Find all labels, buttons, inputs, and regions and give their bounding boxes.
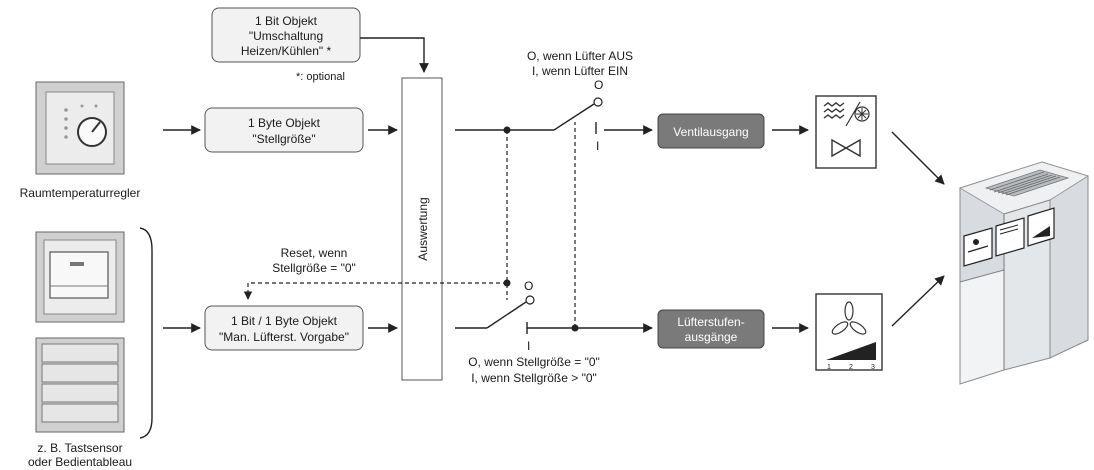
manual-line2: "Man. Lüfterst. Vorgabe" <box>219 330 349 344</box>
heat-cool-valve-icon <box>815 95 877 169</box>
ventilausgang-label: Ventilausgang <box>673 125 748 139</box>
raumtemperaturregler-label: Raumtemperaturregler <box>20 186 141 200</box>
lower-switch-o-label: O <box>524 279 533 293</box>
tastsensor-label-line2: oder Bedientableau <box>28 455 132 469</box>
reset-label-line1: Reset, wenn <box>281 246 348 260</box>
auswertung-box <box>401 77 443 381</box>
reset-label-line2: Stellgröße = "0" <box>272 261 356 275</box>
fan-state-label-line1: O, wenn Lüfter AUS <box>527 49 633 63</box>
luefterstufen-box <box>657 309 765 349</box>
upper-switch-i-label: I <box>596 139 599 153</box>
push-button-sensor-icon <box>35 231 125 433</box>
ventilausgang-box <box>657 113 765 149</box>
stell-state-label-line2: I, wenn Stellgröße > "0" <box>471 371 597 385</box>
stage-2-label: 2 <box>849 364 853 371</box>
optional-object-box <box>211 7 361 63</box>
optional-object-line3: Heizen/Kühlen" * <box>241 44 332 58</box>
fan-stage-icon <box>815 293 883 371</box>
luefterstufen-label-line1: Lüfterstufen- <box>677 315 744 329</box>
room-temperature-controller-icon <box>35 81 125 175</box>
lower-switch-blade <box>486 301 527 329</box>
fan-coil-unit-icon <box>958 161 1090 385</box>
lower-switch-contact-o <box>525 295 535 305</box>
manual-fan-stage-object-box <box>204 305 364 351</box>
auswertung-label: Auswertung <box>416 197 430 260</box>
optional-object-line1: 1 Bit Objekt <box>255 14 318 28</box>
upper-switch-contact-o <box>593 97 603 107</box>
dashed-reset-line <box>243 282 507 300</box>
arrow-fan-to-unit <box>891 275 945 327</box>
stage-1-label: 1 <box>827 364 831 371</box>
stell-state-label-line1: O, wenn Stellgröße = "0" <box>468 355 600 369</box>
upper-switch-o-label: O <box>594 78 603 92</box>
stellgroesse-object-box <box>204 107 364 153</box>
upper-switch-blade <box>553 103 595 131</box>
device-group-bracket <box>139 227 153 439</box>
luefterstufen-label-line2: ausgänge <box>685 330 738 344</box>
lower-switch-i-label: I <box>527 339 530 353</box>
stage-3-label: 3 <box>871 364 875 371</box>
optional-note: *: optional <box>296 71 345 83</box>
manual-line1: 1 Bit / 1 Byte Objekt <box>231 314 338 328</box>
stellgroesse-line1: 1 Byte Objekt <box>248 116 321 130</box>
arrow-valve-to-unit <box>891 131 945 185</box>
stellgroesse-line2: "Stellgröße" <box>252 132 315 146</box>
optional-object-line2: "Umschaltung <box>249 29 323 43</box>
arrow-optional-to-auswertung <box>360 37 429 73</box>
tastsensor-label-line1: z. B. Tastsensor <box>37 441 122 455</box>
fan-state-label-line2: I, wenn Lüfter EIN <box>532 64 628 78</box>
